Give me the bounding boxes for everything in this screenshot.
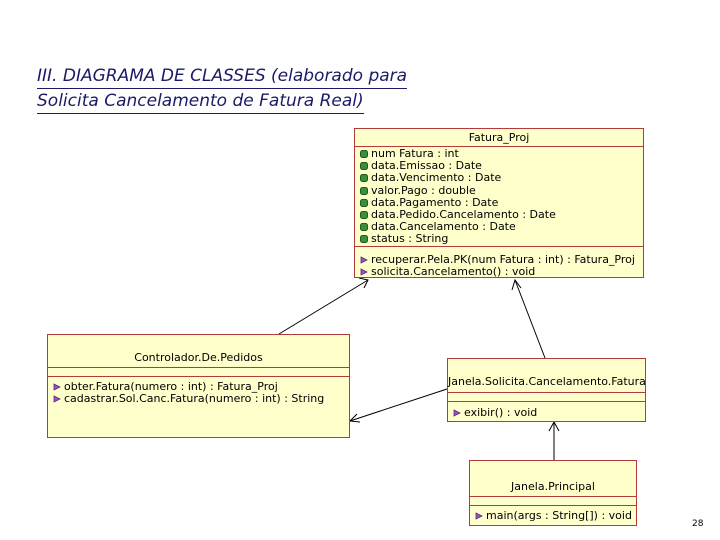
class-janela-principal-operations: main(args : String[]) : void — [470, 506, 636, 522]
page-number: 28 — [692, 519, 704, 529]
slide-title-line-2: Solicita Cancelamento de Fatura Real) — [37, 89, 364, 114]
attribute-row: num Fatura : int — [355, 147, 643, 160]
operation-icon — [360, 256, 368, 264]
arrowhead-controlador-fatura — [358, 277, 369, 289]
class-fatura-proj-name: Fatura_Proj — [355, 129, 643, 147]
class-janela-solicita-operations: exibir() : void — [448, 402, 645, 419]
attribute-icon — [360, 211, 368, 220]
operation-icon — [360, 268, 368, 276]
operation-icon — [475, 512, 483, 520]
operation-text: solicita.Cancelamento() : void — [371, 265, 536, 279]
operation-icon — [53, 383, 61, 391]
attribute-icon — [360, 223, 368, 232]
arrowhead-janela-principal-solicita — [548, 420, 560, 432]
operation-text: main(args : String[]) : void — [486, 509, 632, 522]
class-fatura-proj-attributes: num Fatura : int data.Emissao : Date dat… — [355, 147, 643, 247]
operation-row: obter.Fatura(numero : int) : Fatura_Proj — [48, 380, 349, 393]
attribute-row: valor.Pago : double — [355, 183, 643, 197]
attribute-row: data.Vencimento : Date — [355, 172, 643, 184]
attribute-icon — [360, 198, 368, 207]
attribute-row: data.Pagamento : Date — [355, 195, 643, 209]
attribute-text: valor.Pago : double — [371, 183, 476, 197]
class-fatura-proj-operations: recuperar.Pela.PK(num Fatura : int) : Fa… — [355, 247, 643, 278]
attribute-row: data.Cancelamento : Date — [355, 221, 643, 233]
operation-row: main(args : String[]) : void — [470, 509, 636, 522]
operation-icon — [53, 395, 61, 403]
link-controlador-fatura — [278, 279, 369, 335]
operation-text: recuperar.Pela.PK(num Fatura : int) : Fa… — [371, 253, 635, 266]
class-controlador-operations: obter.Fatura(numero : int) : Fatura_Proj… — [48, 377, 349, 405]
class-fatura-proj: Fatura_Proj num Fatura : int data.Emissa… — [354, 128, 644, 278]
class-janela-principal: Janela.Principal main(args : String[]) :… — [469, 460, 637, 526]
class-controlador-name: Controlador.De.Pedidos — [48, 335, 349, 368]
attribute-icon — [360, 235, 368, 244]
slide-title: III. DIAGRAMA DE CLASSES (elaborado para… — [37, 64, 408, 114]
class-controlador-de-pedidos: Controlador.De.Pedidos obter.Fatura(nume… — [47, 334, 350, 438]
class-controlador-attributes — [48, 368, 349, 377]
link-janela-solicita-controlador — [349, 388, 448, 422]
attribute-icon — [360, 186, 368, 195]
class-janela-solicita-cancelamento-fatura: Janela.Solicita.Cancelamento.Fatura exib… — [447, 358, 646, 422]
class-janela-solicita-name: Janela.Solicita.Cancelamento.Fatura — [448, 359, 646, 393]
attribute-icon — [360, 150, 368, 158]
class-janela-solicita-attributes — [448, 393, 645, 402]
attribute-text: status : String — [371, 232, 449, 246]
attribute-row: data.Emissao : Date — [355, 160, 643, 172]
arrowhead-janela-solicita-controlador — [348, 413, 361, 423]
operation-icon — [453, 409, 461, 417]
attribute-text: data.Cancelamento : Date — [371, 220, 516, 234]
attribute-text: data.Emissao : Date — [371, 159, 482, 173]
link-janela-solicita-fatura — [514, 279, 546, 359]
operation-text: cadastrar.Sol.Canc.Fatura(numero : int) … — [64, 392, 325, 406]
attribute-icon — [360, 162, 368, 171]
operation-text: exibir() : void — [464, 406, 538, 419]
attribute-text: num Fatura : int — [371, 147, 459, 160]
attribute-text: data.Vencimento : Date — [371, 171, 502, 185]
attribute-row: data.Pedido.Cancelamento : Date — [355, 208, 643, 222]
attribute-text: data.Pagamento : Date — [371, 195, 499, 209]
operation-text: obter.Fatura(numero : int) : Fatura_Proj — [64, 380, 278, 393]
operation-row: cadastrar.Sol.Canc.Fatura(numero : int) … — [48, 393, 349, 405]
operation-row: exibir() : void — [448, 406, 645, 419]
attribute-row: status : String — [355, 233, 643, 245]
operation-row: solicita.Cancelamento() : void — [355, 266, 643, 278]
attribute-icon — [360, 174, 368, 183]
class-janela-principal-name: Janela.Principal — [470, 461, 636, 497]
operation-row: recuperar.Pela.PK(num Fatura : int) : Fa… — [355, 253, 643, 266]
class-janela-principal-attributes — [470, 497, 636, 506]
arrowhead-janela-solicita-fatura — [511, 278, 522, 291]
attribute-text: data.Pedido.Cancelamento : Date — [371, 208, 556, 222]
